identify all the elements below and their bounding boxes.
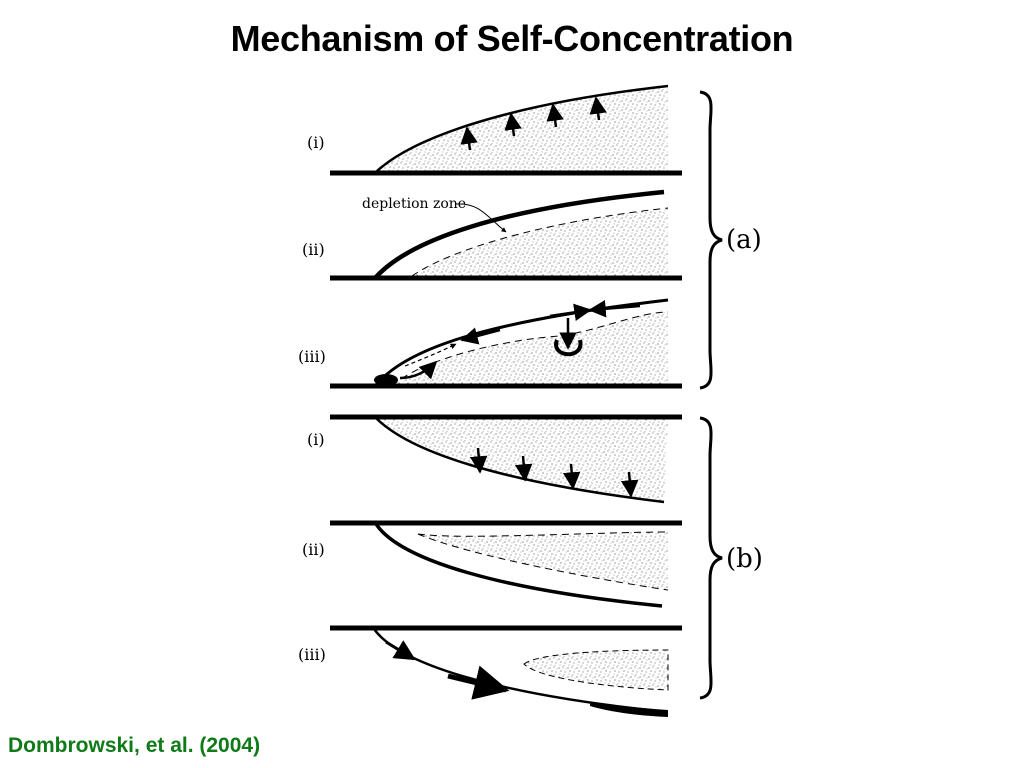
group-label-a: (a) bbox=[726, 225, 762, 255]
annotation-leader bbox=[454, 203, 507, 233]
depletion-zone-label: depletion zone bbox=[362, 196, 466, 212]
panel-label-b-ii: (ii) bbox=[302, 540, 325, 559]
panel-b-iii bbox=[330, 625, 682, 717]
panel-a-iii bbox=[330, 298, 682, 389]
slide-title: Mechanism of Self-Concentration bbox=[230, 18, 794, 59]
particle-region bbox=[412, 208, 668, 276]
panel-b-i bbox=[330, 414, 682, 504]
panel-label-b-i: (i) bbox=[307, 430, 325, 449]
bubble-region bbox=[376, 418, 668, 502]
brace-b bbox=[699, 416, 723, 700]
panel-label-a-ii: (ii) bbox=[302, 240, 325, 259]
bubble-interface bbox=[374, 523, 663, 608]
citation: Dombrowski, et al. (2004) bbox=[8, 734, 261, 757]
particle-region bbox=[524, 650, 668, 690]
panel-label-a-i: (i) bbox=[307, 133, 325, 152]
flow-arrows bbox=[385, 640, 510, 700]
particle-region bbox=[418, 532, 668, 590]
panel-a-ii bbox=[330, 189, 682, 281]
dashed-boundary bbox=[411, 207, 669, 277]
panel-a-i bbox=[330, 84, 682, 176]
upward-arrows bbox=[460, 96, 607, 151]
panel-label-a-iii: (iii) bbox=[298, 347, 326, 366]
flow-arrows bbox=[399, 300, 641, 380]
dashed-boundary bbox=[417, 531, 669, 591]
panel-label-b-iii: (iii) bbox=[298, 645, 326, 664]
group-label-b: (b) bbox=[726, 544, 763, 574]
dashed-boundary bbox=[523, 649, 669, 691]
contact-line-deposit bbox=[374, 374, 398, 386]
bubble-region bbox=[376, 86, 668, 172]
downward-arrows bbox=[469, 447, 639, 498]
bubble-interface bbox=[375, 84, 669, 173]
contact-line-deposit bbox=[590, 702, 668, 717]
particle-region bbox=[392, 312, 668, 386]
brace-a bbox=[699, 90, 723, 390]
bubble-interface bbox=[374, 189, 665, 279]
panel-b-ii bbox=[330, 520, 682, 608]
